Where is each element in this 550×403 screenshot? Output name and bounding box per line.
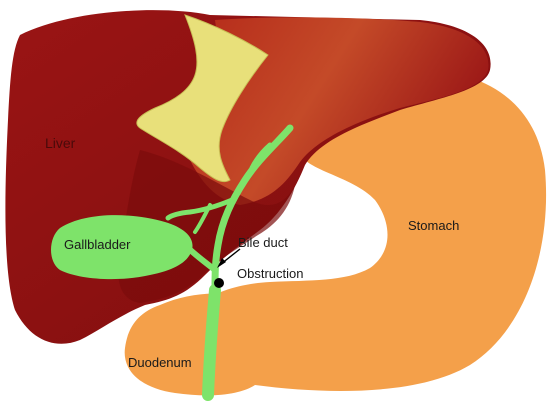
obstruction-marker <box>214 278 224 288</box>
duodenum-shape <box>125 294 255 396</box>
liver-label: Liver <box>45 135 76 151</box>
obstruction-label: Obstruction <box>237 266 303 281</box>
stomach-label: Stomach <box>408 218 459 233</box>
bile-duct-label: Bile duct <box>238 235 288 250</box>
gallbladder-label: Gallbladder <box>64 237 131 252</box>
duodenum-label: Duodenum <box>128 355 192 370</box>
